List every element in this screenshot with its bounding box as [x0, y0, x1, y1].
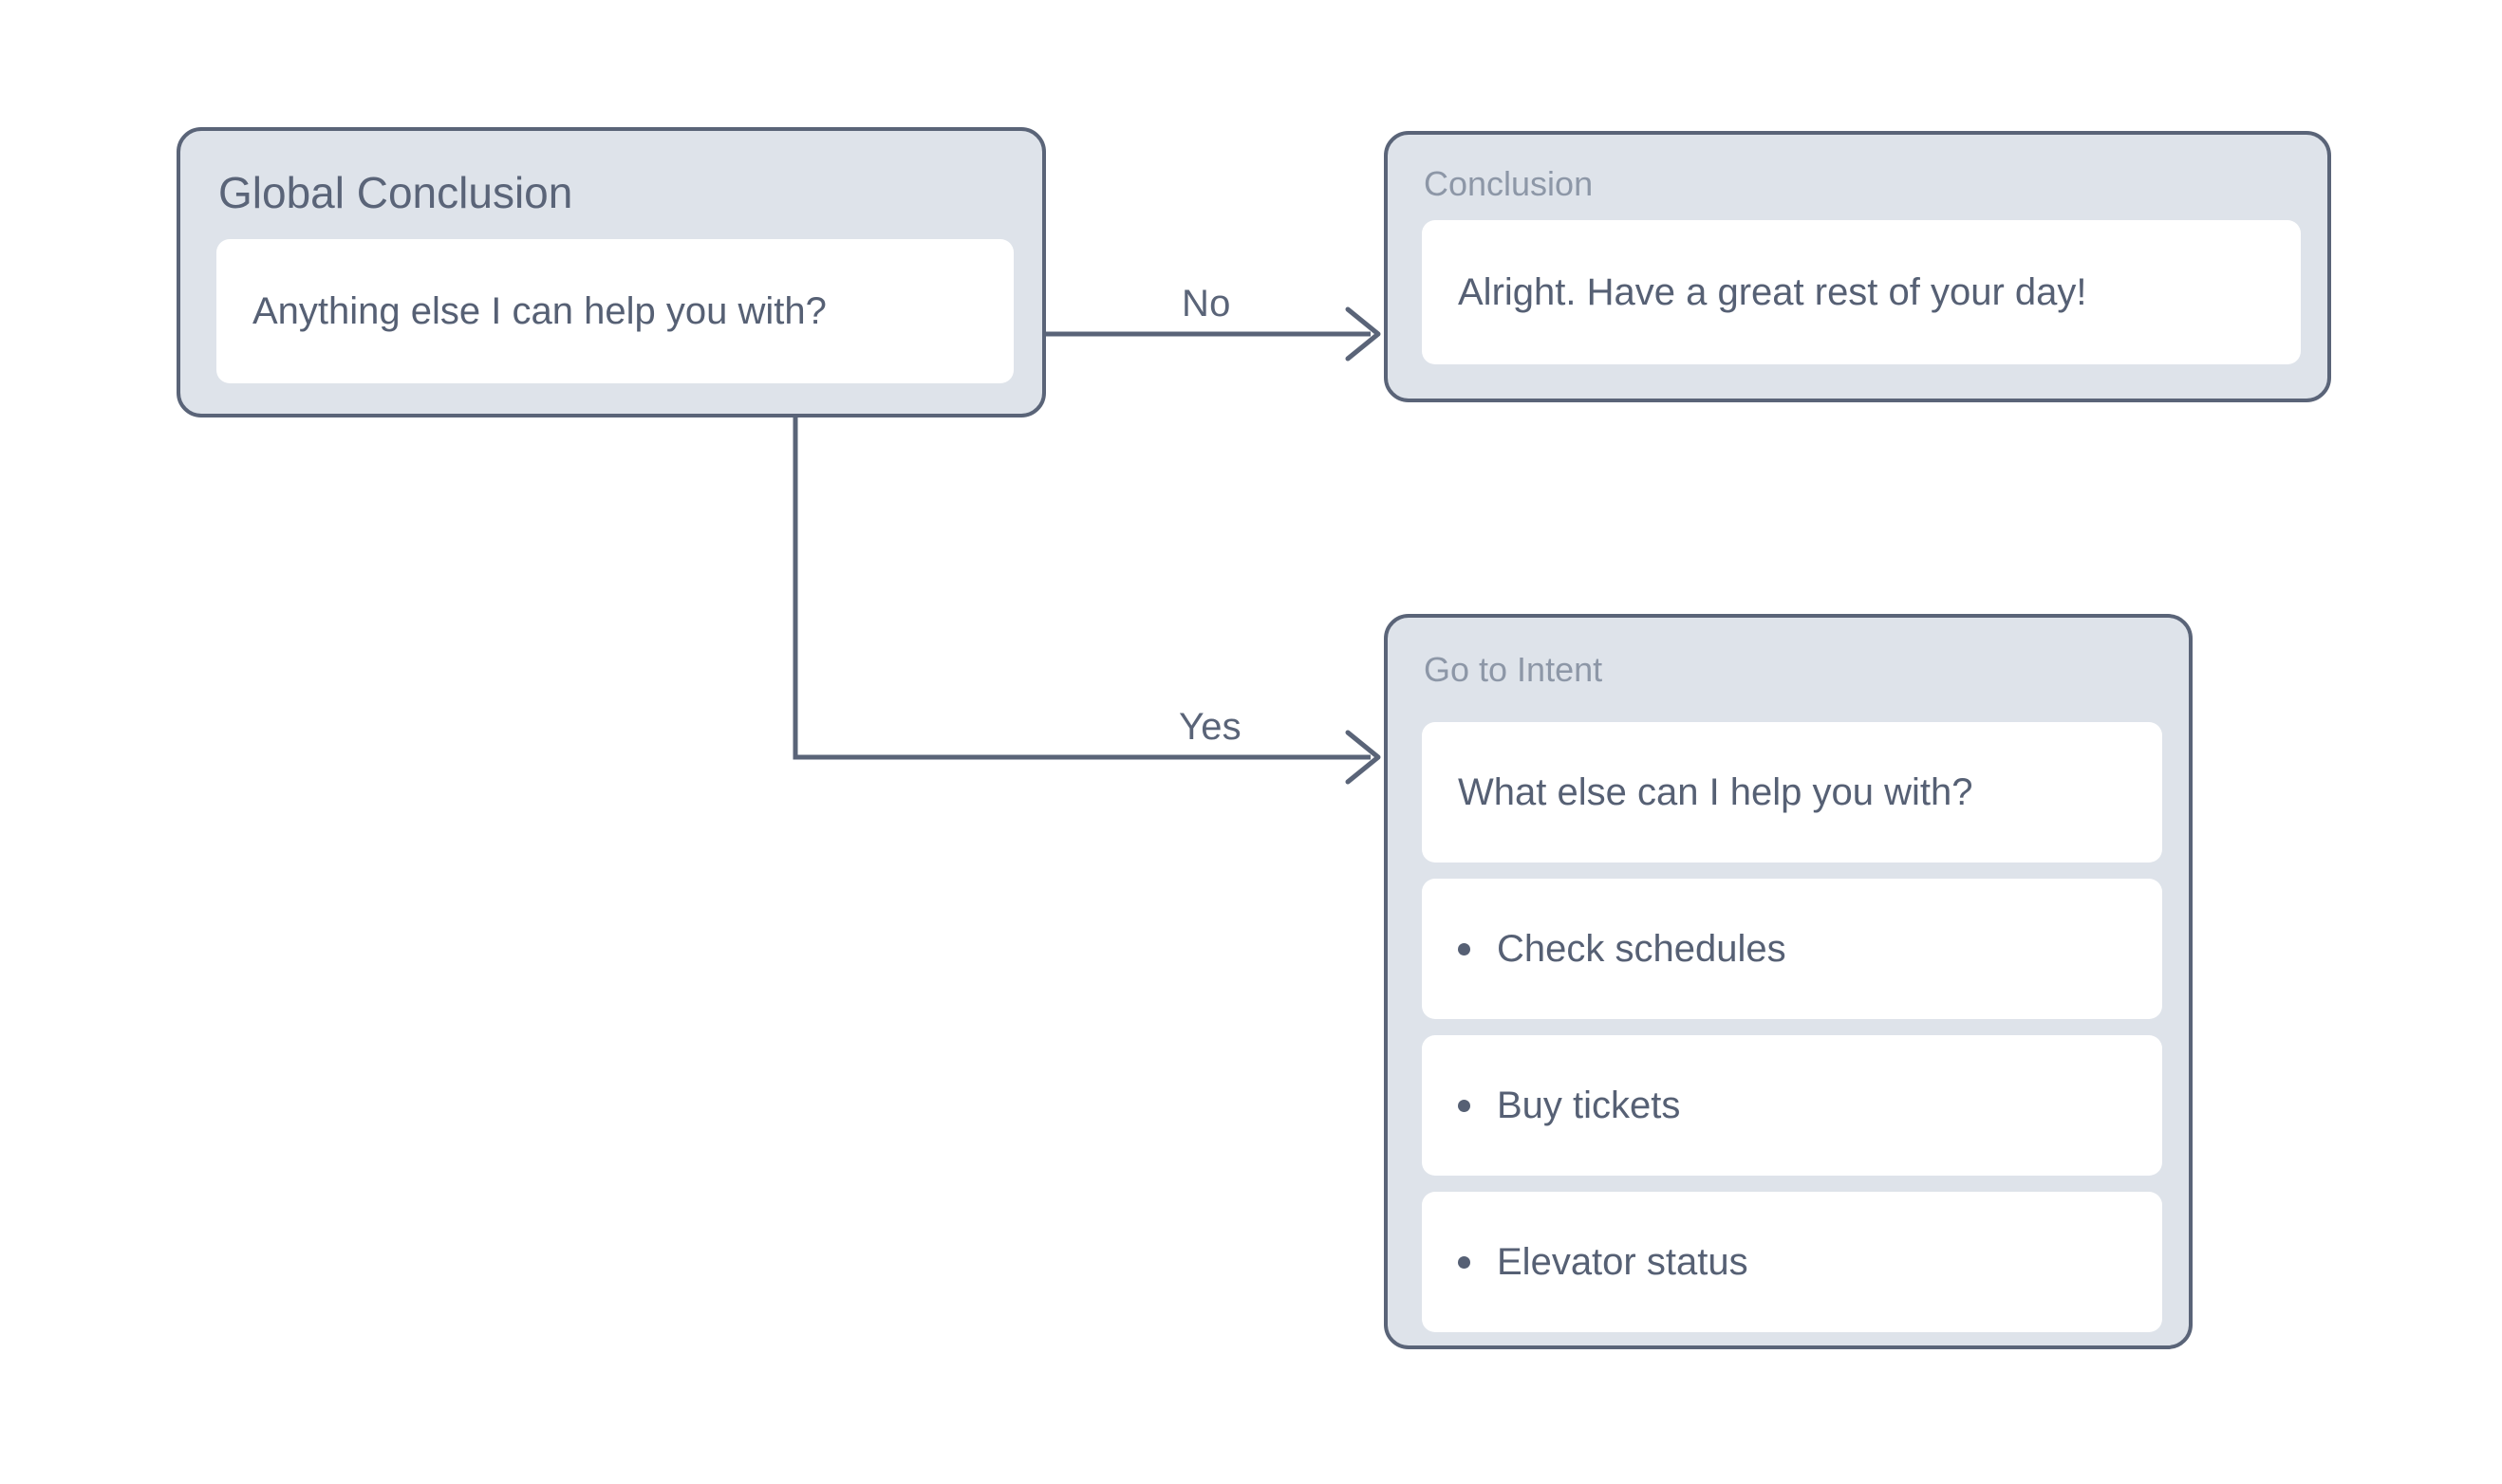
go-to-intent-option-label: Buy tickets — [1497, 1085, 1681, 1126]
node-go-to-intent[interactable]: Go to Intent What else can I help you wi… — [1384, 614, 2193, 1349]
go-to-intent-prompt-text: What else can I help you with? — [1458, 771, 1973, 813]
edge-yes — [793, 417, 1381, 785]
bullet-icon — [1458, 942, 1470, 955]
go-to-intent-option-card[interactable]: Elevator status — [1422, 1192, 2162, 1332]
go-to-intent-prompt-card[interactable]: What else can I help you with? — [1422, 722, 2162, 863]
node-go-to-intent-title: Go to Intent — [1424, 650, 1603, 689]
conclusion-message-card[interactable]: Alright. Have a great rest of your day! — [1422, 220, 2301, 364]
option-row: Elevator status — [1458, 1240, 1748, 1284]
edge-label-yes: Yes — [1179, 706, 1242, 748]
node-conclusion-title: Conclusion — [1424, 164, 1594, 203]
global-conclusion-message-text: Anything else I can help you with? — [252, 290, 827, 332]
node-global-conclusion[interactable]: Global Conclusion Anything else I can he… — [177, 127, 1046, 417]
global-conclusion-message-card[interactable]: Anything else I can help you with? — [216, 239, 1014, 383]
node-global-conclusion-title: Global Conclusion — [218, 168, 573, 217]
conclusion-message-text: Alright. Have a great rest of your day! — [1458, 271, 2087, 313]
go-to-intent-option-label: Elevator status — [1497, 1241, 1748, 1283]
bullet-icon — [1458, 1099, 1470, 1112]
edge-no-arrowhead — [1345, 306, 1381, 362]
go-to-intent-option-card[interactable]: Check schedules — [1422, 879, 2162, 1019]
go-to-intent-option-label: Check schedules — [1497, 928, 1786, 970]
node-conclusion[interactable]: Conclusion Alright. Have a great rest of… — [1384, 131, 2331, 402]
go-to-intent-option-card[interactable]: Buy tickets — [1422, 1035, 2162, 1176]
bullet-icon — [1458, 1255, 1470, 1269]
option-row: Check schedules — [1458, 927, 1786, 971]
edge-label-no: No — [1182, 283, 1231, 325]
edge-yes-line — [793, 417, 1371, 760]
option-row: Buy tickets — [1458, 1084, 1680, 1127]
edge-yes-arrowhead — [1345, 730, 1381, 785]
